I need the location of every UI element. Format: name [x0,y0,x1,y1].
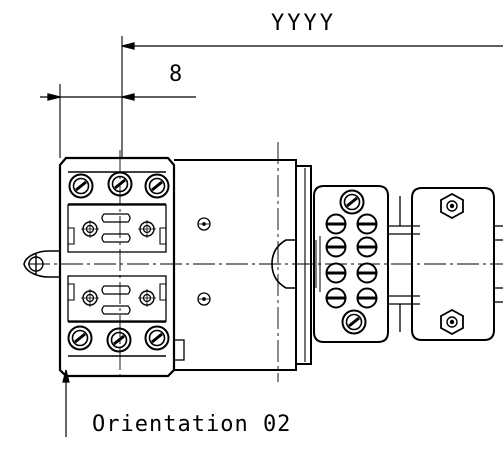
mounting-tab [23,250,60,278]
connector-block [313,185,389,343]
orientation-label: Orientation 02 [92,412,292,437]
right-clamp [411,187,503,341]
dimension-8-line [40,93,196,101]
extension-lines [59,36,123,158]
top-screw-row [68,171,170,199]
left-bracket [58,156,185,378]
dimension-yyyy-line [121,42,503,50]
orientation-leader [62,369,70,437]
bottom-screw-row [67,325,170,353]
cable-section [388,196,420,332]
body-dome [271,239,296,289]
dimension-offset-label: 8 [169,62,183,87]
flange [295,165,312,365]
dimension-overall-label: YYYY [271,11,336,36]
